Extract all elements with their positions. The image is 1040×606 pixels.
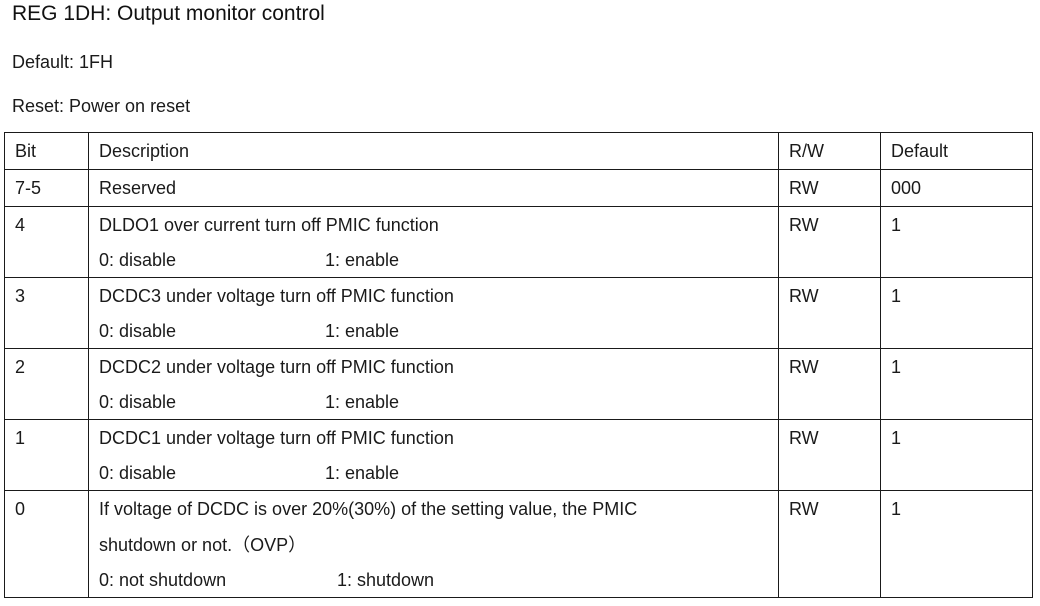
rw-cell: RW: [778, 169, 881, 207]
option-off: 0: disable: [99, 250, 177, 270]
default-value: 1: [891, 286, 902, 306]
bit-value: 4: [15, 215, 26, 235]
description-text: DCDC3 under voltage turn off PMIC functi…: [99, 286, 454, 306]
option-on: 1: enable: [325, 250, 400, 270]
header-rw: R/W: [778, 132, 881, 170]
description-options: 0: disable 1: enable: [99, 385, 768, 419]
description-cell: DCDC2 under voltage turn off PMIC functi…: [88, 348, 779, 420]
default-cell: 1: [880, 277, 1033, 349]
description-options: 0: not shutdown 1: shutdown: [99, 563, 768, 597]
bit-value: 2: [15, 357, 26, 377]
rw-value: RW: [789, 428, 819, 448]
table-row: 2 DCDC2 under voltage turn off PMIC func…: [4, 348, 1033, 420]
default-cell: 1: [880, 419, 1033, 491]
bit-cell: 3: [4, 277, 89, 349]
default-cell: 1: [880, 348, 1033, 420]
description-text-line2: shutdown or not.（OVP）: [99, 535, 307, 555]
register-table: Bit Description R/W Default 7-5 Reserved…: [4, 132, 1033, 598]
rw-cell: RW: [778, 348, 881, 420]
description-options: 0: disable 1: enable: [99, 243, 768, 277]
rw-cell: RW: [778, 277, 881, 349]
header-bit: Bit: [4, 132, 89, 170]
header-description: Description: [88, 132, 779, 170]
description-text-line1: If voltage of DCDC is over 20%(30%) of t…: [99, 499, 638, 519]
default-value: 1: [891, 357, 902, 377]
rw-value: RW: [789, 499, 819, 519]
default-value: 1: [891, 499, 902, 519]
rw-cell: RW: [778, 206, 881, 278]
description-cell: DCDC3 under voltage turn off PMIC functi…: [88, 277, 779, 349]
default-value: 1: [891, 428, 902, 448]
rw-value: RW: [789, 215, 819, 235]
description-cell: Reserved: [88, 169, 779, 207]
default-cell: 1: [880, 490, 1033, 598]
bit-cell: 1: [4, 419, 89, 491]
description-options: 0: disable 1: enable: [99, 314, 768, 348]
default-cell: 000: [880, 169, 1033, 207]
description-options: 0: disable 1: enable: [99, 456, 768, 490]
rw-cell: RW: [778, 419, 881, 491]
header-default: Default: [880, 132, 1033, 170]
default-value: 1: [891, 215, 902, 235]
bit-cell: 2: [4, 348, 89, 420]
option-on: 1: enable: [325, 463, 400, 483]
description-cell: DCDC1 under voltage turn off PMIC functi…: [88, 419, 779, 491]
table-row: 3 DCDC3 under voltage turn off PMIC func…: [4, 277, 1033, 349]
option-on: 1: enable: [325, 392, 400, 412]
table-header-row: Bit Description R/W Default: [4, 132, 1033, 170]
bit-cell: 4: [4, 206, 89, 278]
option-off: 0: disable: [99, 392, 177, 412]
option-off: 0: disable: [99, 463, 177, 483]
table-row: 4 DLDO1 over current turn off PMIC funct…: [4, 206, 1033, 278]
table-row: 7-5 Reserved RW 000: [4, 169, 1033, 207]
rw-cell: RW: [778, 490, 881, 598]
default-cell: 1: [880, 206, 1033, 278]
table-row: 1 DCDC1 under voltage turn off PMIC func…: [4, 419, 1033, 491]
bit-value: 1: [15, 428, 26, 448]
page-title: REG 1DH: Output monitor control: [12, 2, 325, 25]
table-row: 0 If voltage of DCDC is over 20%(30%) of…: [4, 490, 1033, 598]
option-off: 0: not shutdown: [99, 570, 227, 590]
rw-value: RW: [789, 357, 819, 377]
option-on: 1: enable: [325, 321, 400, 341]
description-text: DLDO1 over current turn off PMIC functio…: [99, 215, 439, 235]
description-text: DCDC1 under voltage turn off PMIC functi…: [99, 428, 454, 448]
description-text: DCDC2 under voltage turn off PMIC functi…: [99, 357, 454, 377]
bit-value: 0: [15, 499, 26, 519]
description-cell: If voltage of DCDC is over 20%(30%) of t…: [88, 490, 779, 598]
default-value-line: Default: 1FH: [12, 52, 114, 72]
reset-line: Reset: Power on reset: [12, 96, 191, 116]
bit-value: 3: [15, 286, 26, 306]
rw-value: RW: [789, 286, 819, 306]
option-off: 0: disable: [99, 321, 177, 341]
bit-cell: 7-5: [4, 169, 89, 207]
description-cell: DLDO1 over current turn off PMIC functio…: [88, 206, 779, 278]
option-on: 1: shutdown: [337, 570, 435, 590]
bit-cell: 0: [4, 490, 89, 598]
